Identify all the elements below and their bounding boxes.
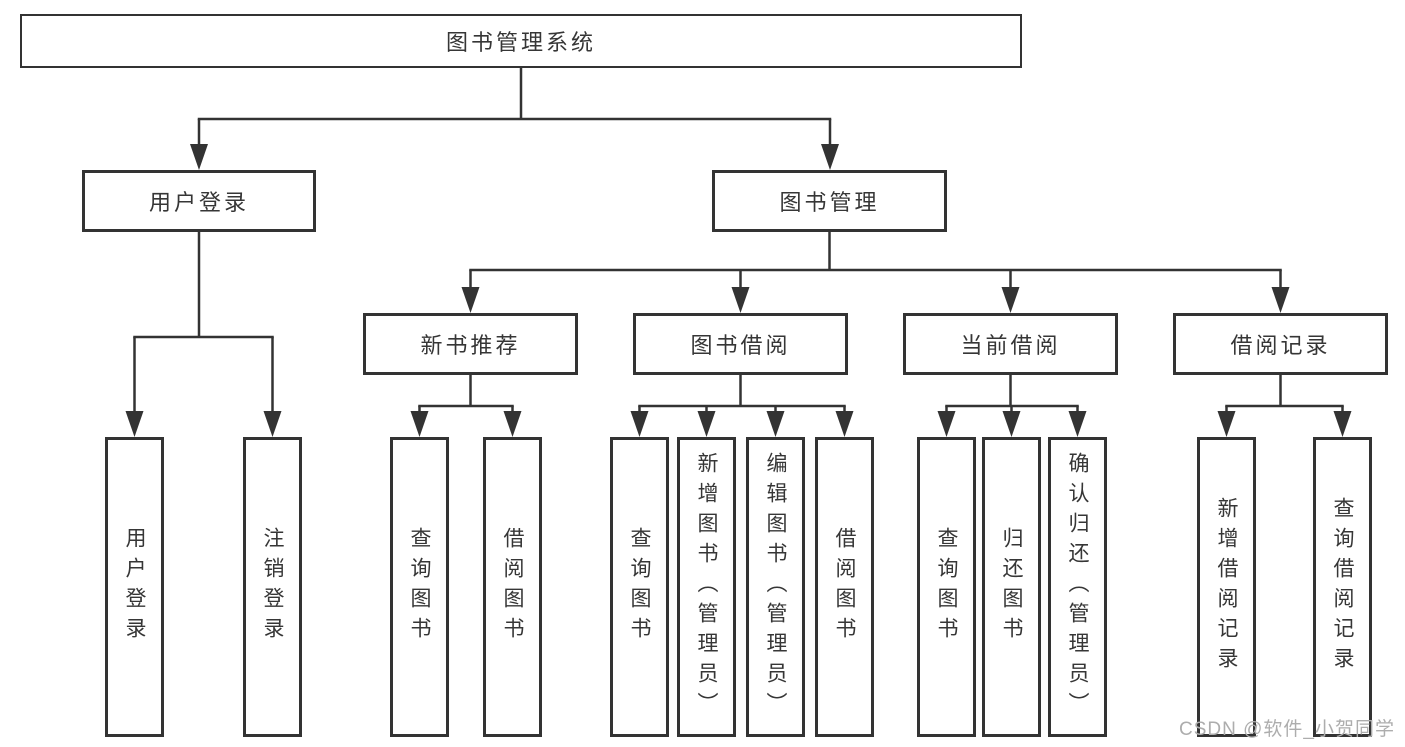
node-label: 归还图书 <box>1000 527 1023 647</box>
leaf-edit-books-admin: 编辑图书（管理员） <box>746 437 805 737</box>
node-label: 当前借阅 <box>960 333 1061 358</box>
node-label: 用户登录 <box>148 190 249 215</box>
leaf-borrow-books-recommend: 借阅图书 <box>483 437 542 737</box>
node-label: 注销登录 <box>261 527 284 647</box>
connector-new-book-recommend <box>410 375 522 437</box>
node-label: 借阅图书 <box>833 527 856 647</box>
node-label: 查询图书 <box>408 527 431 647</box>
leaf-query-books-borrow: 查询图书 <box>610 437 669 737</box>
leaf-query-borrow-record: 查询借阅记录 <box>1313 437 1372 737</box>
node-label: 借阅记录 <box>1230 333 1331 358</box>
node-new-book-recommend: 新书推荐 <box>363 313 578 375</box>
node-label: 编辑图书（管理员） <box>764 452 787 722</box>
node-label: 图书管理 <box>779 190 880 215</box>
node-book-borrowing: 图书借阅 <box>633 313 848 375</box>
leaf-confirm-return-admin: 确认归还（管理员） <box>1048 437 1107 737</box>
leaf-borrow-books: 借阅图书 <box>815 437 874 737</box>
leaf-logout: 注销登录 <box>243 437 302 737</box>
node-label: 图书借阅 <box>690 333 791 358</box>
node-book-management: 图书管理 <box>712 170 947 232</box>
node-library-system: 图书管理系统 <box>20 14 1022 68</box>
node-label: 借阅图书 <box>501 527 524 647</box>
leaf-return-books: 归还图书 <box>982 437 1041 737</box>
node-label: 查询图书 <box>628 527 651 647</box>
node-label: 确认归还（管理员） <box>1066 452 1089 722</box>
node-label: 查询借阅记录 <box>1331 497 1354 677</box>
leaf-query-books-current: 查询图书 <box>917 437 976 737</box>
node-user-login: 用户登录 <box>82 170 316 232</box>
connector-root <box>190 68 839 170</box>
leaf-add-borrow-record: 新增借阅记录 <box>1197 437 1256 737</box>
leaf-add-books-admin: 新增图书（管理员） <box>677 437 736 737</box>
connector-user-login <box>125 232 282 437</box>
connector-current-borrowing <box>937 375 1087 437</box>
node-label: 新增图书（管理员） <box>695 452 718 722</box>
node-label: 图书管理系统 <box>445 30 596 55</box>
connector-book-management <box>461 232 1290 313</box>
node-borrowing-records: 借阅记录 <box>1173 313 1388 375</box>
node-label: 新书推荐 <box>420 333 521 358</box>
connector-borrowing-records <box>1217 375 1352 437</box>
connector-book-borrowing <box>630 375 854 437</box>
node-label: 用户登录 <box>123 527 146 647</box>
leaf-user-login: 用户登录 <box>105 437 164 737</box>
node-current-borrowing: 当前借阅 <box>903 313 1118 375</box>
node-label: 查询图书 <box>935 527 958 647</box>
node-label: 新增借阅记录 <box>1215 497 1238 677</box>
leaf-query-books-recommend: 查询图书 <box>390 437 449 737</box>
watermark: CSDN @软件_小贺同学 <box>1179 719 1395 740</box>
